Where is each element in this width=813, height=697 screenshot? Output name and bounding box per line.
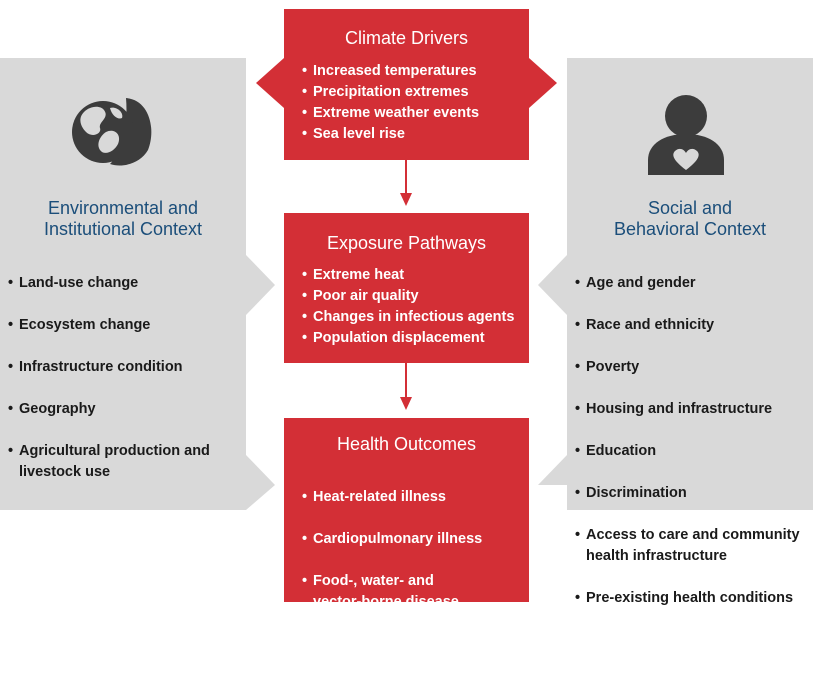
list-item: Poor air quality <box>302 286 527 307</box>
climate-drivers-title: Climate Drivers <box>344 28 468 48</box>
list-item: Heat-related illness <box>302 487 527 508</box>
climate-drivers-list: Increased temperatures Precipitation ext… <box>302 61 527 145</box>
health-outcomes-title: Health Outcomes <box>336 434 477 454</box>
health-outcomes-list: Heat-related illness Cardiopulmonary ill… <box>302 466 527 697</box>
list-item: Food-, water- and vector-borne disease <box>302 571 527 613</box>
globe-leaf-icon <box>72 98 152 166</box>
social-context-title: Social and Behavioral Context <box>567 198 813 240</box>
social-title-line2: Behavioral Context <box>613 219 767 239</box>
list-item: Sea level rise <box>302 124 527 145</box>
list-item: Education <box>575 441 811 462</box>
arrow-climate-to-exposure <box>400 160 412 206</box>
list-item: Geography <box>8 399 242 420</box>
list-item: Access to care and community health infr… <box>575 525 811 567</box>
list-item: Pre-existing health conditions <box>575 588 811 609</box>
climate-right-arrowhead <box>529 58 557 108</box>
environmental-title-line2: Institutional Context <box>43 219 203 239</box>
list-item: Precipitation extremes <box>302 82 527 103</box>
social-title-line1: Social and <box>647 198 733 218</box>
list-item: Extreme heat <box>302 265 527 286</box>
list-item: Age and gender <box>575 273 811 294</box>
list-item: Population displacement <box>302 328 527 349</box>
list-item: Ecosystem change <box>8 315 242 336</box>
list-item: Cardiopulmonary illness <box>302 529 527 550</box>
exposure-pathways-title: Exposure Pathways <box>326 233 487 253</box>
list-item: Increased temperatures <box>302 61 527 82</box>
climate-left-arrowhead <box>256 58 284 108</box>
list-item: Infrastructure condition <box>8 357 242 378</box>
social-context-list: Age and gender Race and ethnicity Povert… <box>575 252 811 630</box>
exposure-pathways-list: Extreme heat Poor air quality Changes in… <box>302 265 527 349</box>
list-item: Changes in infectious agents <box>302 307 527 328</box>
environmental-context-list: Land-use change Ecosystem change Infrast… <box>8 252 242 504</box>
list-item: Poverty <box>575 357 811 378</box>
list-item: Mental health consequences and stress <box>302 634 527 676</box>
list-item: Housing and infrastructure <box>575 399 811 420</box>
environmental-title-line1: Environmental and <box>47 198 199 218</box>
environmental-context-title: Environmental and Institutional Context <box>0 198 246 240</box>
list-item: Agricultural production and livestock us… <box>8 441 242 483</box>
arrow-exposure-to-health <box>400 363 412 410</box>
person-heart-icon <box>648 95 724 175</box>
list-item: Discrimination <box>575 483 811 504</box>
list-item: Land-use change <box>8 273 242 294</box>
list-item: Race and ethnicity <box>575 315 811 336</box>
list-item: Extreme weather events <box>302 103 527 124</box>
